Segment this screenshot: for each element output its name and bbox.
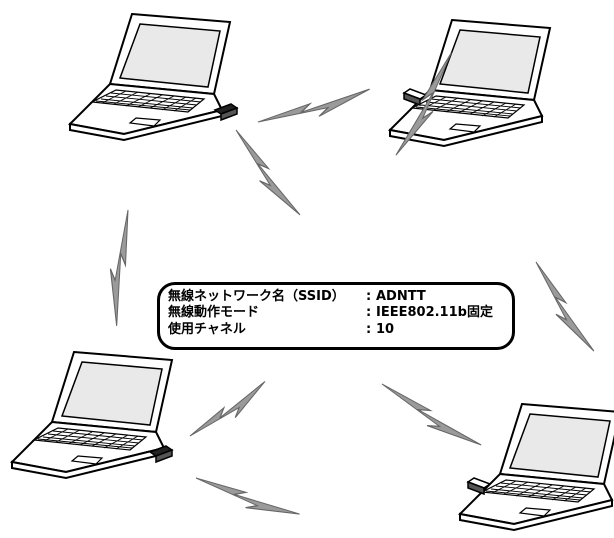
ssid-row: 無線ネットワーク名（SSID）: ADNTT [168,289,426,304]
mode-label: 無線動作モード [168,305,260,320]
laptop-bottom-left [11,351,173,479]
wireless-link-icon [530,255,595,360]
mode-separator: : [366,305,372,320]
wireless-link-icon [193,465,301,531]
channel-label: 使用チャネル [168,322,246,337]
laptop-top-left [69,13,231,141]
channel-row: 使用チャネル:10 [168,322,394,337]
mode-value: IEEE802.11b固定 [376,305,493,320]
ssid-value: ADNTT [376,289,426,304]
channel-value: 10 [376,322,395,337]
channel-separator: : [366,322,372,337]
wireless-link-icon [254,88,374,128]
laptop-bottom-right [459,403,614,531]
wireless-link-icon [98,208,142,327]
network-settings-box: 無線ネットワーク名（SSID）: ADNTT 無線動作モード: IEEE802.11… [157,282,515,350]
ssid-label: 無線ネットワーク名（SSID） [168,289,345,304]
mode-row: 無線動作モード: IEEE802.11b固定 [168,305,493,320]
wireless-link-icon [183,380,275,442]
ssid-separator: : [366,289,372,304]
wireless-link-icon [230,122,301,225]
wireless-link-icon [378,373,482,460]
